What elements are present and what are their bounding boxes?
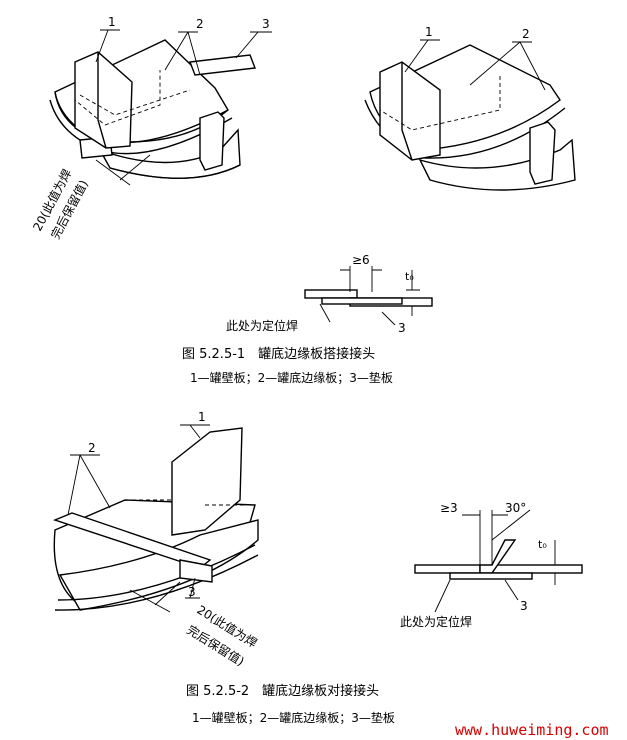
fig2-leader-3 xyxy=(185,577,200,599)
edge-plate-r1-lower xyxy=(364,99,566,159)
leader-1 xyxy=(95,29,120,63)
fig1-detail-part: 3 xyxy=(398,321,406,335)
fig1-right-drawing xyxy=(364,39,576,191)
lap-backing xyxy=(321,297,403,305)
butt-backing-end xyxy=(179,559,213,583)
butt-thick-dim xyxy=(548,540,562,585)
fig2-leader-1 xyxy=(180,424,210,439)
fig1-left-drawing xyxy=(49,29,272,186)
butt-shell-plate xyxy=(171,427,243,536)
fig1-legend: 1—罐壁板；2—罐底边缘板；3—垫板 xyxy=(190,370,393,385)
broken-chunk xyxy=(199,111,225,171)
shell-plate-edge xyxy=(97,52,107,149)
butt-plate-curve-2 xyxy=(54,554,259,611)
butt-sec-backing xyxy=(449,572,533,580)
fig2-detail-thickness: t₀ xyxy=(538,538,547,551)
plate-hidden xyxy=(79,89,191,116)
thick-dim xyxy=(406,270,420,316)
butt-hidden xyxy=(125,499,245,506)
gap-ext xyxy=(349,266,373,292)
butt-plate-curve xyxy=(57,544,256,601)
butt-plate-lower xyxy=(58,519,259,611)
fig1-caption: 图 5.2.5-1 罐底边缘板搭接接头 xyxy=(182,346,375,362)
leader-3 xyxy=(235,31,272,59)
leader-2 xyxy=(164,31,201,76)
fig1-right-label-2: 2 xyxy=(522,27,530,41)
weld-leader xyxy=(319,303,331,323)
fig1-detail-gap: ≥6 xyxy=(352,253,370,267)
fig2-detail-angle: 30° xyxy=(505,501,526,515)
butt-part3-leader xyxy=(504,579,519,601)
fig2-legend: 1—罐壁板；2—罐底边缘板；3—垫板 xyxy=(192,710,395,725)
leader-r1 xyxy=(404,39,440,73)
fig2-leader-2 xyxy=(67,454,111,516)
fig2-label-1: 1 xyxy=(198,410,206,424)
shell-hidden xyxy=(74,62,161,126)
fig1-detail-weld-note: 此处为定位焊 xyxy=(226,318,298,333)
shell-plate-r-edge xyxy=(401,62,413,161)
fig2-detail-gap: ≥3 xyxy=(440,501,458,515)
butt-sec-left xyxy=(414,564,481,574)
fig2-detail-weld-note: 此处为定位焊 xyxy=(400,614,472,629)
lap-plate-left xyxy=(304,289,358,299)
shell-r-hidden xyxy=(379,72,501,131)
dim-20-lines xyxy=(95,154,151,186)
fig1-left-label-2: 2 xyxy=(196,17,204,31)
fig2-caption: 图 5.2.5-2 罐底边缘板对接接头 xyxy=(186,683,379,699)
fig2-dim-20 xyxy=(129,581,181,613)
edge-plate-right-bottom xyxy=(109,164,241,179)
butt-strip xyxy=(52,512,212,569)
fig1-detail-thickness: t₀ xyxy=(405,270,414,283)
broken-chunk-r xyxy=(529,121,556,185)
angle-line xyxy=(491,509,531,541)
fig2-drawing xyxy=(52,424,259,613)
watermark: www.huweiming.com xyxy=(455,721,609,739)
fig1-right-label-1: 1 xyxy=(425,25,433,39)
butt-sec-right xyxy=(491,564,583,574)
fig2-detail-part: 3 xyxy=(520,599,528,613)
fig2-label-3: 3 xyxy=(188,585,196,599)
fig1-left-label-3: 3 xyxy=(262,17,270,31)
fig1-left-label-1: 1 xyxy=(108,15,116,29)
fig2-detail xyxy=(414,509,583,613)
butt-gap-ext xyxy=(479,510,493,565)
fig1-detail xyxy=(304,266,433,326)
backing-strip xyxy=(189,54,256,76)
leader-r2 xyxy=(469,41,546,91)
part3-leader xyxy=(381,311,396,326)
fig2-label-2: 2 xyxy=(88,441,96,455)
butt-weld-leader xyxy=(434,579,451,613)
